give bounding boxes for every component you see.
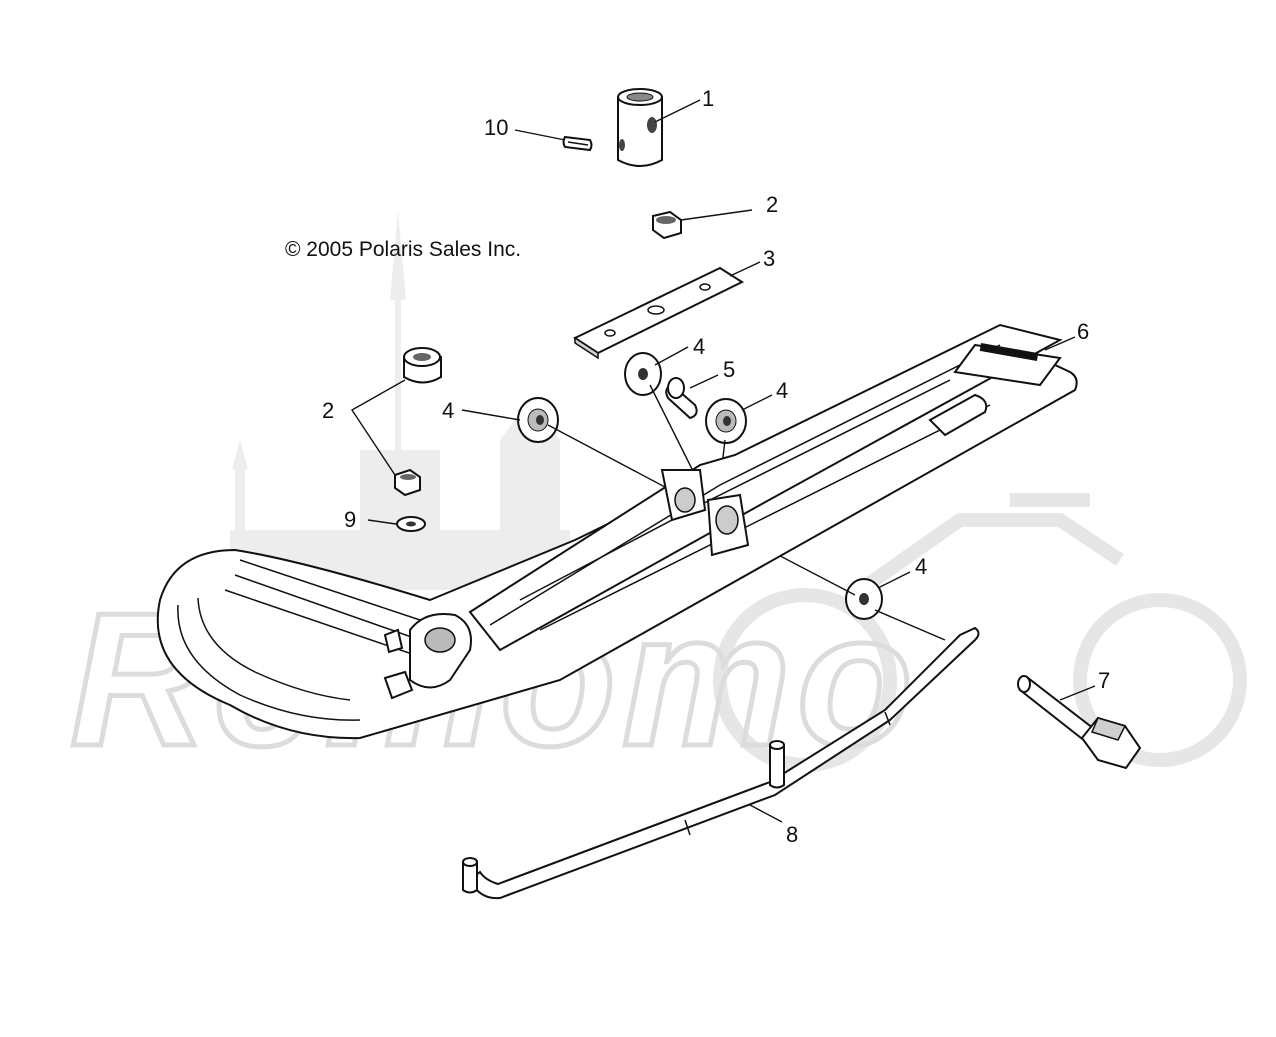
callout-4-b: 4 [442,398,454,423]
callout-2-left: 2 [322,398,334,423]
callout-4-d: 4 [915,554,927,579]
part-3-plate [572,266,745,360]
callout-4-c: 4 [776,378,788,403]
copyright-text: © 2005 Polaris Sales Inc. [285,238,521,261]
part-2-nut-top [652,210,682,240]
callout-8: 8 [786,822,798,847]
part-4-washer-d [845,578,883,620]
callout-2-top: 2 [766,192,778,217]
part-4-washer-a [624,352,662,396]
callout-3: 3 [763,246,775,271]
callout-5: 5 [723,357,735,382]
castle-silhouette [230,210,570,590]
part-2-bushing-left [403,347,442,384]
part-5-spacer [665,377,698,420]
part-6-ski [156,323,1078,740]
part-1-spindle [617,88,663,167]
callout-labels: 1 10 2 3 6 4 5 4 4 2 9 4 7 8 [322,86,1110,847]
callout-7: 7 [1098,668,1110,693]
callout-1: 1 [702,86,714,111]
part-10-pin [562,135,593,152]
part-4-washer-b [517,397,559,443]
callout-9: 9 [344,507,356,532]
part-2-nut-left [394,468,421,497]
part-8-wear-bar [462,626,980,900]
callout-6: 6 [1077,319,1089,344]
callout-4-a: 4 [693,334,705,359]
part-9-washer [396,516,426,532]
part-4-washer-c [705,398,747,444]
callout-10: 10 [484,115,508,140]
part-7-bolt [1017,675,1142,770]
